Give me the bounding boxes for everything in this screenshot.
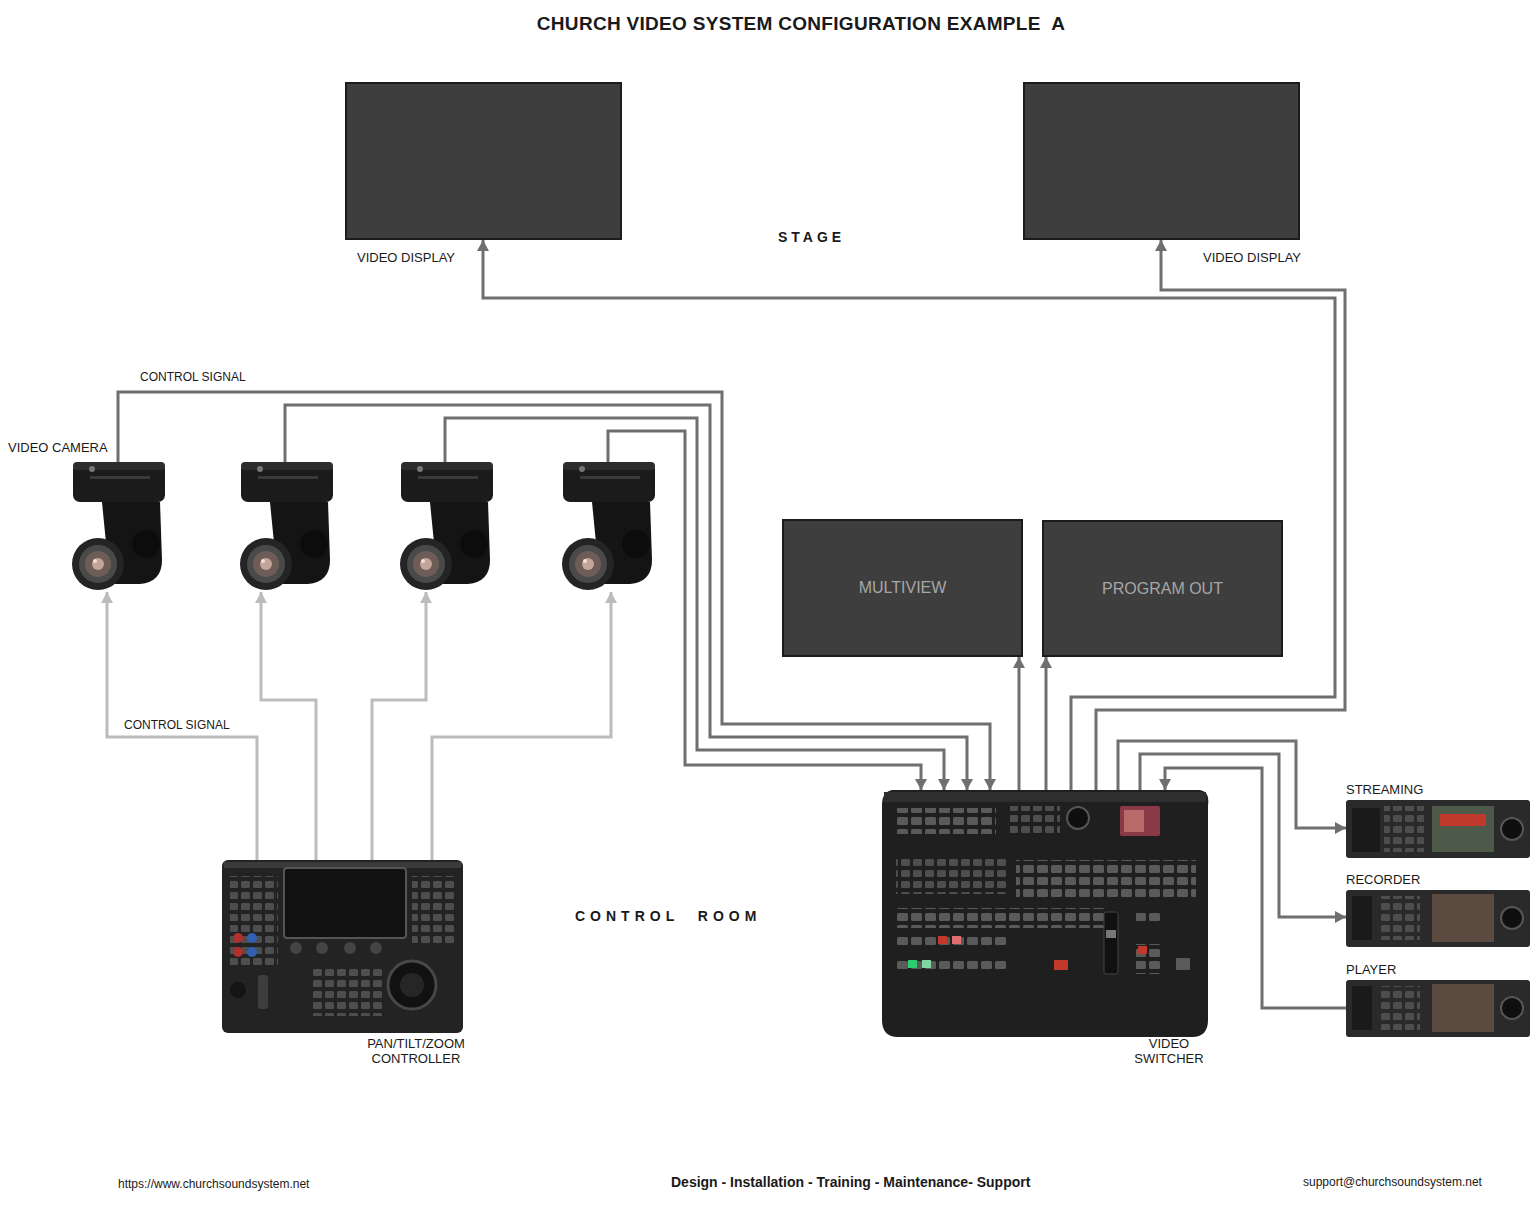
footer-email: support@churchsoundsystem.net: [1303, 1175, 1482, 1189]
diagram-title: CHURCH VIDEO SYSTEM CONFIGURATION EXAMPL…: [0, 13, 1540, 35]
control-cable: [432, 592, 611, 860]
signal-cable: [1045, 657, 1048, 790]
node-label: VIDEO DISPLAY: [357, 250, 455, 265]
node-label: VIDEO DISPLAY: [1203, 250, 1301, 265]
ptz-camera: [398, 462, 493, 592]
video-display: VIDEO DISPLAY: [1023, 82, 1300, 240]
recorder-device: RECORDER: [1346, 890, 1530, 947]
camera-illustration: [562, 462, 655, 590]
signal-cable: [1118, 741, 1346, 828]
camera-illustration: [400, 462, 493, 590]
video-display: VIDEO DISPLAY: [345, 82, 622, 240]
signal-cable: [1096, 240, 1345, 790]
player-device-illustration: [1346, 980, 1530, 1037]
camera-illustration: [240, 462, 333, 590]
signal-cable: [483, 240, 1335, 790]
signal-cable: [285, 405, 967, 790]
ptz-controller-illustration: [222, 860, 463, 1033]
recorder-device-illustration: [1346, 890, 1530, 947]
streaming-device: STREAMING: [1346, 800, 1530, 858]
control-cable: [107, 592, 257, 860]
node-label: PROGRAM OUT: [1102, 580, 1223, 598]
signal-cable: [118, 392, 990, 790]
control-cable: [261, 592, 316, 860]
signal-cable: [1165, 768, 1346, 1008]
signal-cable: [1018, 657, 1021, 790]
signal-cable: [608, 431, 921, 790]
ptz-camera: [560, 462, 655, 592]
zone-label: STAGE: [778, 229, 845, 245]
ptz-camera: [238, 462, 333, 592]
footer-services: Design - Installation - Training - Maint…: [671, 1174, 1030, 1190]
ptz-camera: VIDEO CAMERA: [70, 462, 165, 592]
player-device: PLAYER: [1346, 980, 1530, 1037]
node-label: PLAYER: [1346, 962, 1396, 977]
signal-label: CONTROL SIGNAL: [140, 370, 246, 384]
node-label: PAN/TILT/ZOOM CONTROLLER: [360, 1036, 472, 1066]
control-cable: [372, 592, 426, 860]
video-switcher: VIDEO SWITCHER: [882, 790, 1209, 1038]
camera-illustration: [72, 462, 165, 590]
footer-url: https://www.churchsoundsystem.net: [118, 1177, 309, 1191]
node-label: RECORDER: [1346, 872, 1420, 887]
ptz-controller: PAN/TILT/ZOOM CONTROLLER: [222, 860, 463, 1033]
monitor-screen: MULTIVIEW: [782, 519, 1023, 657]
signal-cable: [1140, 754, 1346, 917]
node-label: MULTIVIEW: [859, 579, 947, 597]
signal-label: CONTROL SIGNAL: [124, 718, 230, 732]
monitor-screen: PROGRAM OUT: [1042, 520, 1283, 657]
signal-cable: [445, 418, 944, 790]
video-switcher-illustration: [882, 790, 1208, 1037]
zone-label: CONTROL ROOM: [575, 908, 761, 924]
node-label: VIDEO SWITCHER: [1133, 1036, 1205, 1066]
streaming-device-illustration: [1346, 800, 1530, 858]
node-label: VIDEO CAMERA: [8, 440, 108, 455]
node-label: STREAMING: [1346, 782, 1423, 797]
